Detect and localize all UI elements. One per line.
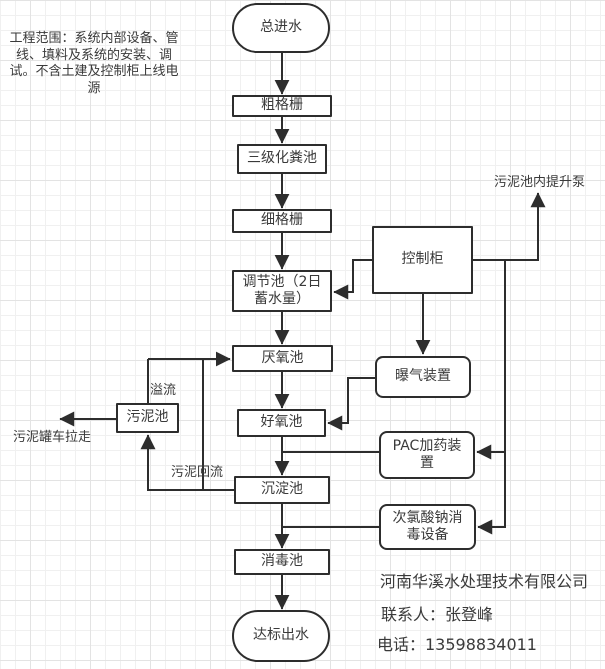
node-fine-screen: 细格栅 [232, 209, 332, 233]
node-outlet: 达标出水 [232, 610, 330, 662]
node-aeration-device: 曝气装置 [375, 356, 471, 398]
node-total-inlet: 总进水 [232, 3, 330, 53]
node-disinfection-tank: 消毒池 [234, 549, 330, 575]
node-anaerobic-tank: 厌氧池 [232, 345, 333, 372]
edge-aeration-to-aerobic [327, 377, 375, 431]
edge-control-to-regulating [333, 259, 372, 300]
contact-phone: 电话：13598834011 [377, 635, 537, 654]
label-sludge-truck: 污泥罐车拉走 [13, 430, 92, 445]
node-septic-tank: 三级化粪池 [237, 144, 327, 174]
company-name: 河南华溪水处理技术有限公司 [380, 572, 589, 591]
label-sludge-lift-pump: 污泥池内提升泵 [494, 175, 586, 190]
node-regulating-tank: 调节池（2日蓄水量） [232, 270, 332, 312]
contact-person: 联系人：张登峰 [381, 605, 494, 624]
edge-sedimentation-to-sludge-tank [140, 434, 234, 491]
node-coarse-screen: 粗格栅 [232, 95, 332, 117]
node-sedimentation-tank: 沉淀池 [234, 476, 330, 504]
node-pac-dosing-device: PAC加药装置 [379, 431, 475, 479]
node-control-cabinet: 控制柜 [372, 226, 473, 294]
label-overflow: 溢流 [150, 383, 177, 398]
edge-control-to-sludge-pump [473, 192, 546, 261]
node-aerobic-tank: 好氧池 [237, 409, 326, 437]
label-sludge-return: 污泥回流 [171, 465, 224, 480]
node-sludge-tank: 污泥池 [116, 403, 179, 433]
project-scope-note: 工程范围：系统内部设备、管线、填料及系统的安装、调试。不含土建及控制柜上线电源 [9, 31, 179, 96]
node-naclo-disinfection-device: 次氯酸钠消毒设备 [379, 504, 476, 550]
edge-control-to-naclo-device [477, 260, 506, 535]
